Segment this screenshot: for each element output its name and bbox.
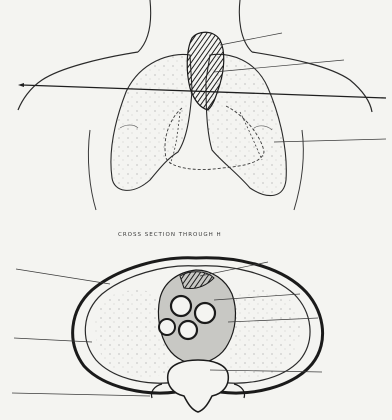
vessel-lower-right (179, 321, 197, 339)
vessel-lower-left (159, 319, 175, 335)
vertebra (168, 360, 229, 412)
vessel-upper-right (195, 303, 215, 323)
section-caption: CROSS SECTION THROUGH H (118, 232, 222, 238)
vessel-upper-left (171, 296, 191, 316)
